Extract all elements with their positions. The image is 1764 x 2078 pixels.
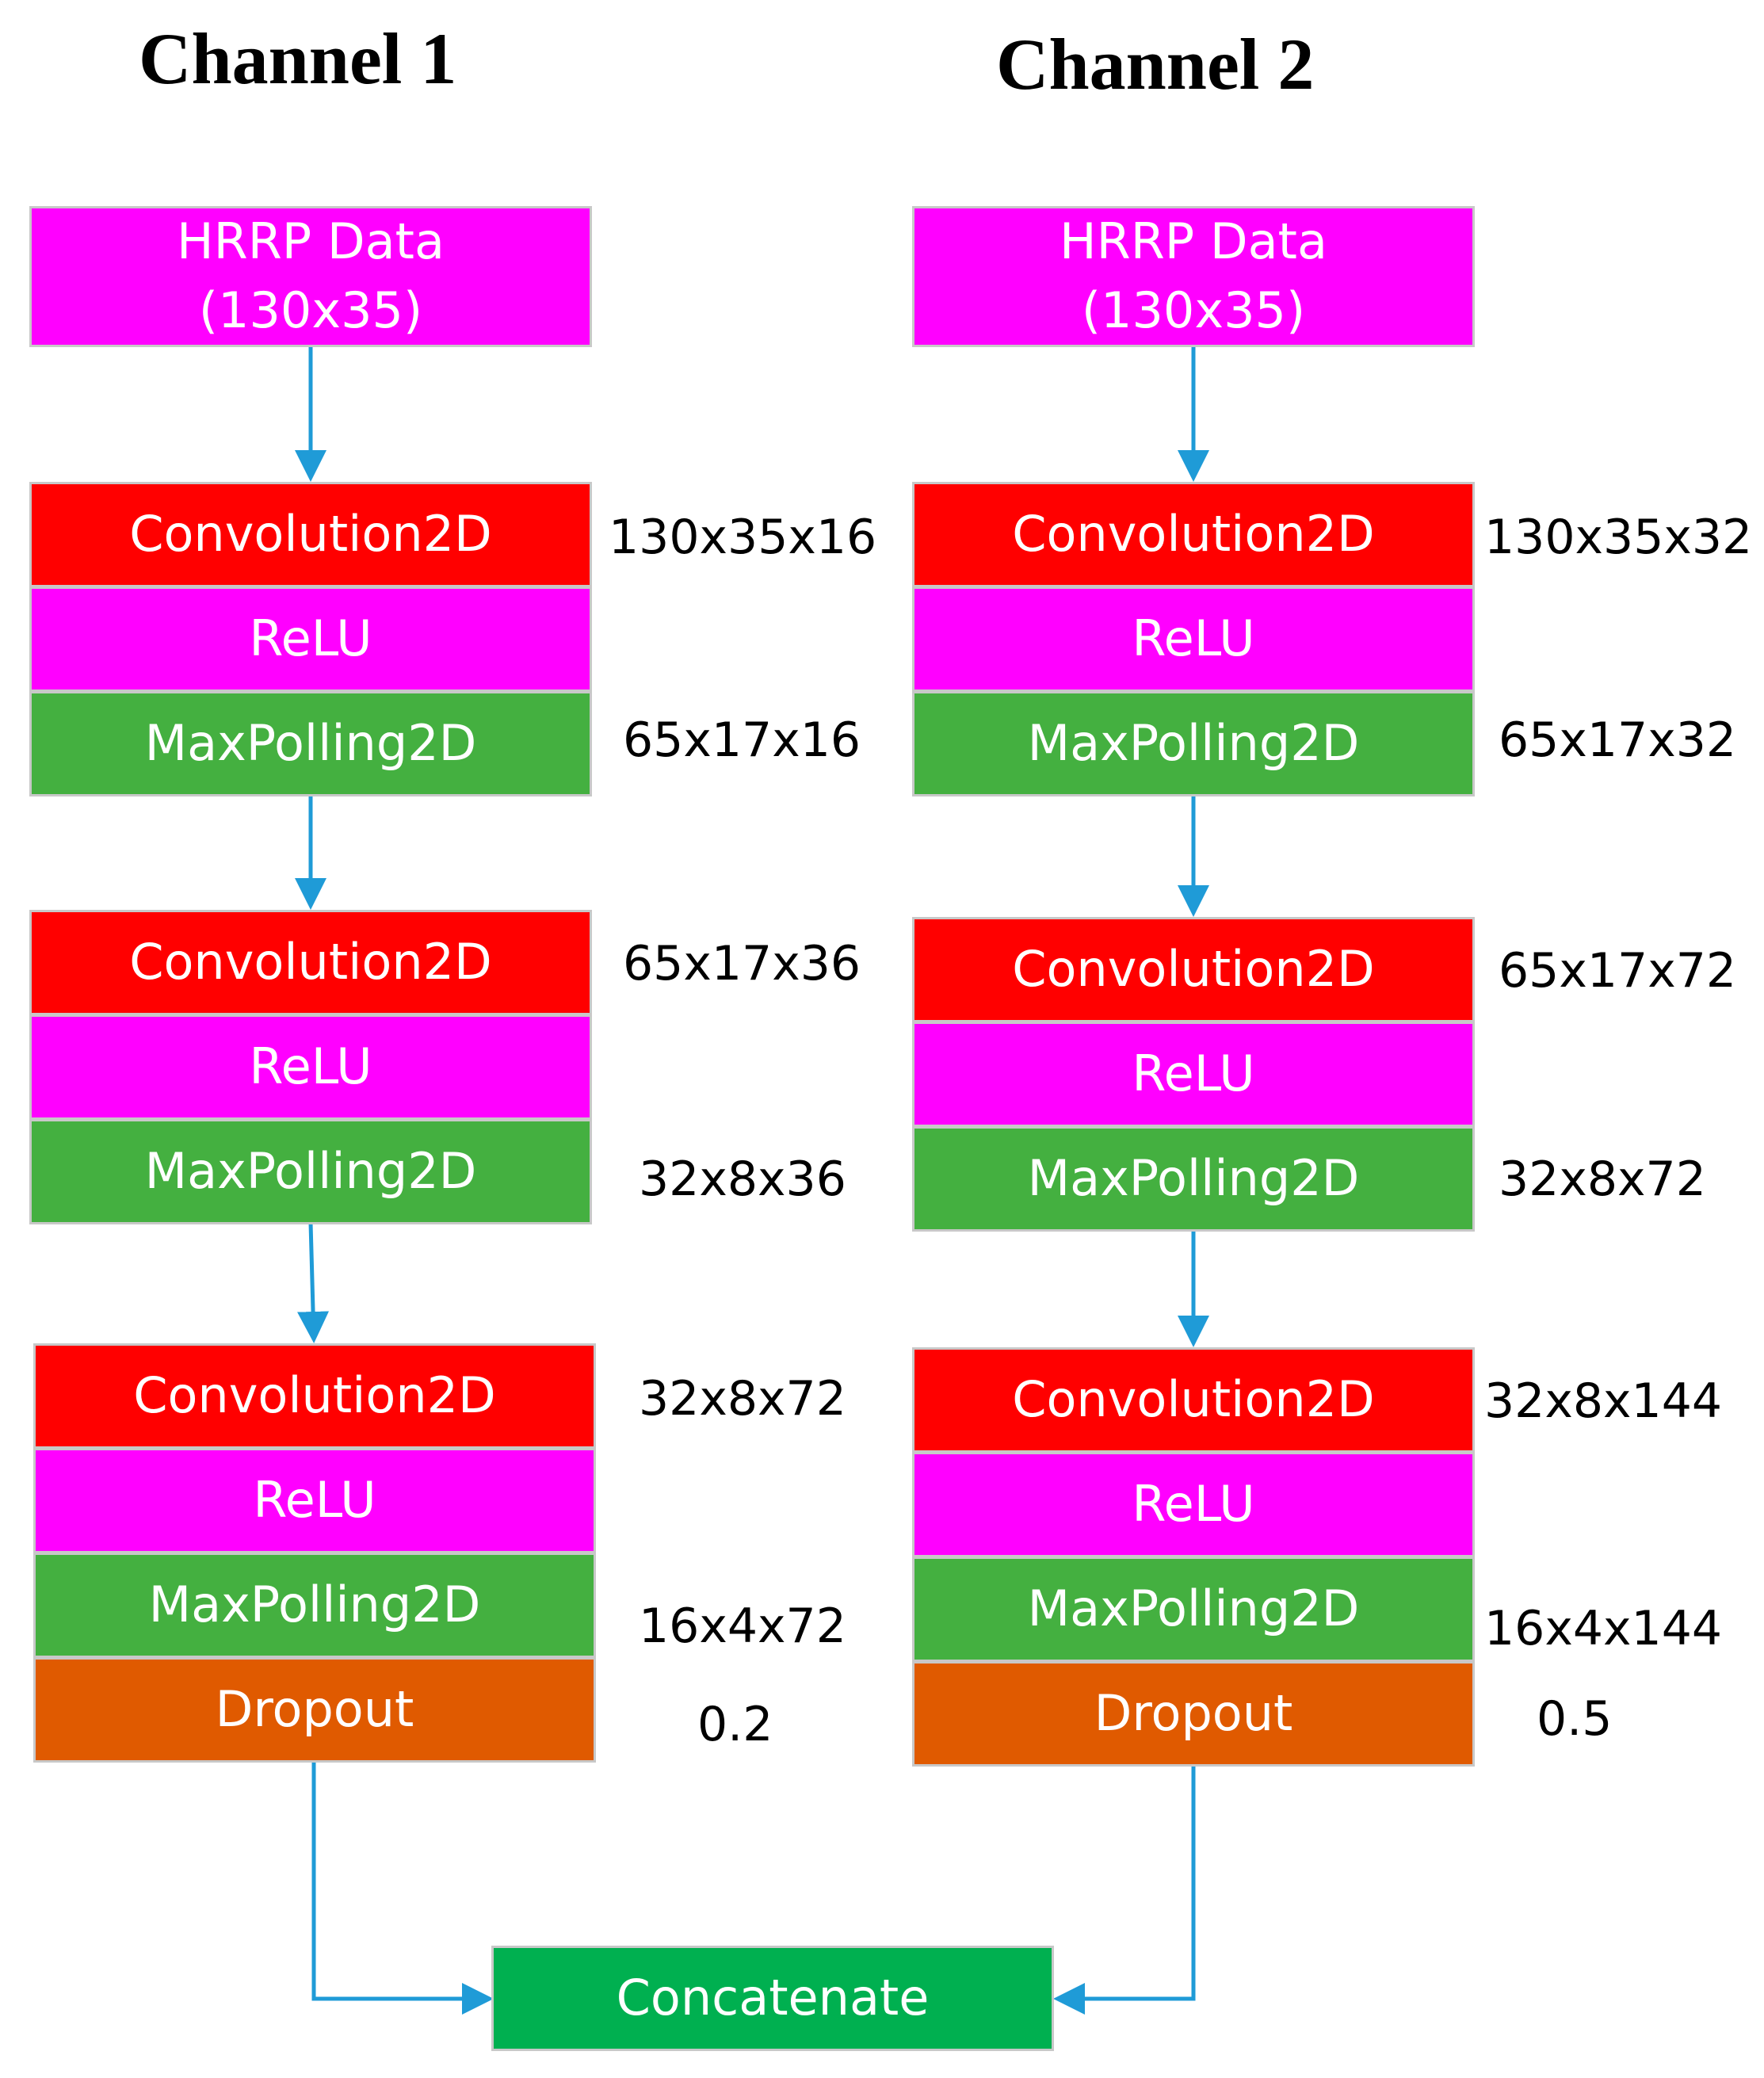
c1-b3-pool: MaxPolling2D — [33, 1553, 596, 1658]
arrow-c2-to-concat — [1053, 1764, 1196, 2015]
c2-b3-relu: ReLU — [912, 1452, 1475, 1557]
c1-b1-conv-dim: 130x35x16 — [609, 510, 877, 565]
c1-b1-conv: Convolution2D — [29, 482, 592, 587]
arrow-c1-to-concat — [311, 1761, 494, 2015]
c2-b2-pool: MaxPolling2D — [912, 1126, 1475, 1232]
c1-b1-pool-dim: 65x17x16 — [623, 712, 861, 768]
c1-hrrp-input: HRRP Data (130x35) — [29, 206, 592, 347]
c1-b3-dropout: Dropout — [33, 1657, 596, 1763]
c1-dropout-rate: 0.2 — [697, 1697, 773, 1752]
arrow-c1-block2-to-block3 — [297, 1222, 330, 1343]
c2-dropout-rate: 0.5 — [1537, 1691, 1613, 1747]
c2-b1-relu: ReLU — [912, 586, 1475, 692]
c2-b3-dropout: Dropout — [912, 1661, 1475, 1767]
c2-b3-conv: Convolution2D — [912, 1347, 1475, 1453]
c2-b1-conv: Convolution2D — [912, 482, 1475, 587]
c1-input-line1: HRRP Data — [177, 212, 445, 271]
c2-b2-pool-dim: 32x8x72 — [1499, 1152, 1706, 1207]
c1-b3-relu: ReLU — [33, 1448, 596, 1553]
c1-b2-pool: MaxPolling2D — [29, 1119, 592, 1224]
c1-b3-conv: Convolution2D — [33, 1343, 596, 1449]
c2-b2-conv-dim: 65x17x72 — [1499, 943, 1737, 999]
c2-input-line2: (130x35) — [1081, 281, 1306, 339]
c1-input-line2: (130x35) — [198, 281, 423, 339]
c1-b1-relu: ReLU — [29, 586, 592, 692]
c1-b3-pool-dim: 16x4x72 — [639, 1599, 846, 1654]
c1-b3-conv-dim: 32x8x72 — [639, 1371, 846, 1427]
channel-1-title: Channel 1 — [139, 18, 457, 99]
c2-hrrp-input: HRRP Data (130x35) — [912, 206, 1475, 347]
c2-b3-pool-dim: 16x4x144 — [1484, 1601, 1723, 1656]
c2-b1-pool: MaxPolling2D — [912, 691, 1475, 796]
channel-2-title: Channel 2 — [996, 24, 1315, 105]
c2-b3-pool: MaxPolling2D — [912, 1557, 1475, 1662]
c2-b1-conv-dim: 130x35x32 — [1484, 510, 1753, 565]
c2-b3-conv-dim: 32x8x144 — [1484, 1373, 1723, 1429]
c1-b2-conv-dim: 65x17x36 — [623, 936, 861, 991]
c1-b2-relu: ReLU — [29, 1014, 592, 1120]
c2-b1-pool-dim: 65x17x32 — [1499, 712, 1737, 768]
c1-b1-pool: MaxPolling2D — [29, 691, 592, 796]
c2-b2-conv: Convolution2D — [912, 917, 1475, 1022]
c1-b2-pool-dim: 32x8x36 — [639, 1152, 846, 1207]
concatenate-node: Concatenate — [491, 1946, 1054, 2051]
c2-input-line1: HRRP Data — [1060, 212, 1327, 271]
c2-b2-relu: ReLU — [912, 1022, 1475, 1127]
c1-b2-conv: Convolution2D — [29, 910, 592, 1015]
